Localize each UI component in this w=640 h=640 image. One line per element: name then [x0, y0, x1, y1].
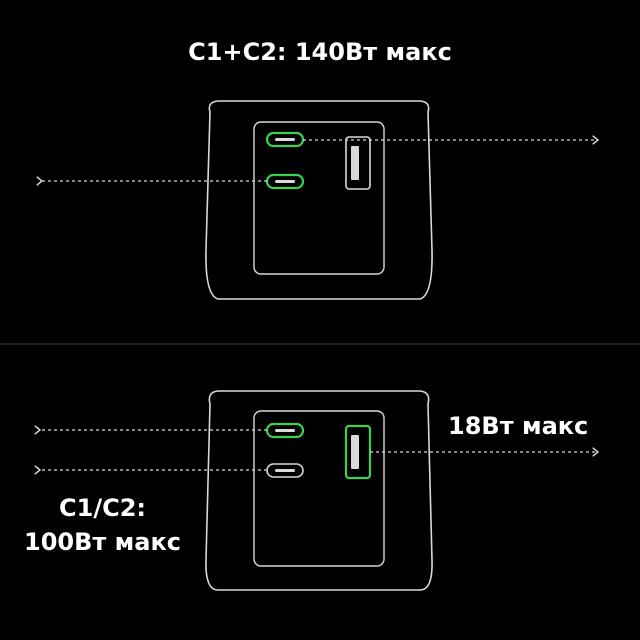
top-power-label: C1+C2: 140Вт макс — [188, 38, 452, 66]
usb-c1-slot — [275, 138, 295, 141]
usb-c2-slot — [275, 180, 295, 183]
usb-a-tongue — [351, 146, 359, 180]
port-faceplate — [253, 121, 385, 275]
usb-a-port — [345, 136, 371, 190]
charger-body-outline — [205, 100, 433, 300]
c1-c2-label: C1/C2: — [59, 494, 146, 522]
port-faceplate — [253, 410, 385, 567]
top-panel — [36, 100, 600, 300]
usb-a-power-label: 18Вт макс — [448, 412, 589, 440]
charger-body-outline — [205, 390, 433, 591]
bottom-panel — [34, 390, 600, 591]
usb-c1-slot — [275, 429, 295, 432]
c1-c2-power-label: 100Вт макс — [24, 528, 181, 556]
usb-a-tongue — [351, 435, 359, 469]
usb-c2-slot — [275, 469, 295, 472]
